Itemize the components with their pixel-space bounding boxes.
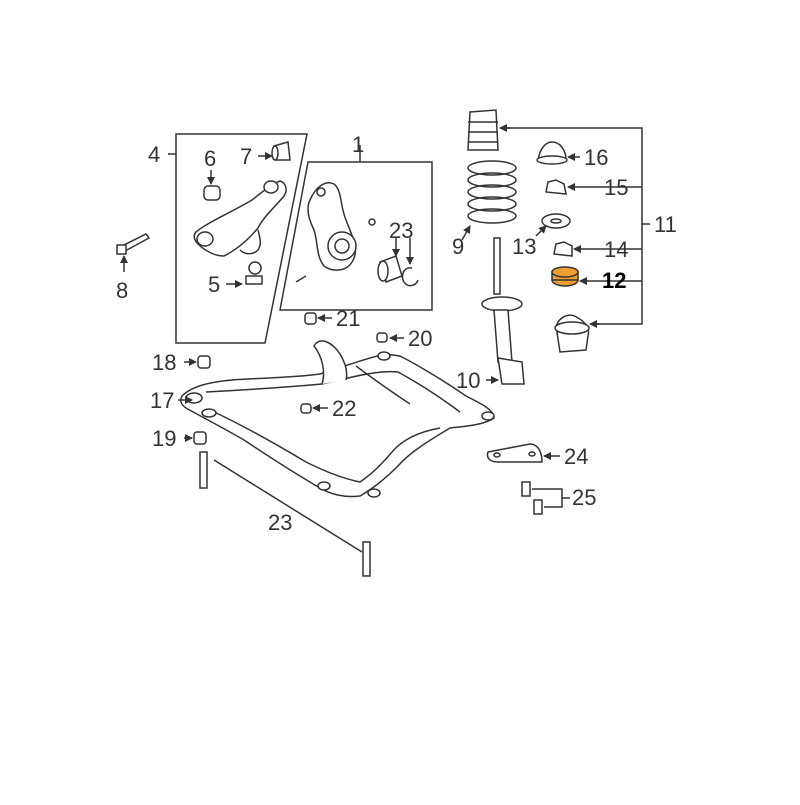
label-part-5: 5 [208, 272, 221, 297]
label-part-8: 8 [116, 278, 129, 303]
group-11-bracket [500, 127, 643, 325]
steering-knuckle [295, 182, 376, 283]
bushing-part-19 [193, 431, 207, 445]
crossmember [180, 340, 495, 498]
label-part-18: 18 [152, 350, 177, 375]
nut-part-14 [553, 241, 573, 257]
upper-mount-part-16 [536, 141, 568, 165]
bolt-23-leader [213, 459, 363, 553]
label-part-14: 14 [604, 237, 629, 262]
label-part-25: 25 [572, 485, 597, 510]
label-part-21: 21 [336, 306, 361, 331]
label-part-7: 7 [240, 144, 253, 169]
bushing-part-18 [197, 355, 211, 369]
label-part-9: 9 [452, 234, 465, 259]
label-part-10: 10 [456, 368, 481, 393]
bushing-part-6 [203, 185, 221, 201]
label-part-19: 19 [152, 426, 177, 451]
nut-part-20 [376, 332, 388, 343]
label-part-23-bolt: 23 [268, 510, 293, 535]
washer-part-13 [541, 213, 571, 229]
knuckle-group-box [279, 161, 433, 311]
label-part-13: 13 [512, 234, 537, 259]
spring-seat-part-12-highlighted [551, 266, 579, 287]
label-part-17: 17 [150, 388, 175, 413]
strut-part-10 [481, 237, 525, 385]
label-part-20: 20 [408, 326, 433, 351]
label-part-1: 1 [352, 132, 365, 157]
upper-mount-part-11 [554, 314, 590, 353]
bump-stop-part-16-stack [467, 109, 499, 151]
label-part-12-selected[interactable]: 12 [602, 268, 627, 293]
bracket-part-24 [486, 443, 543, 463]
label-part-16: 16 [584, 145, 609, 170]
label-part-6: 6 [204, 146, 217, 171]
label-part-11: 11 [654, 212, 677, 237]
nut-part-21 [304, 312, 317, 325]
label-part-23-knuckle: 23 [389, 218, 414, 243]
coil-spring-part-9 [467, 160, 517, 224]
bolt-part-8 [116, 233, 151, 255]
bolts-part-25 [521, 481, 543, 515]
wheel-bearing-part-23 [377, 255, 403, 283]
lower-control-arm [193, 180, 287, 257]
arrow-9 [461, 225, 471, 241]
long-bolt-part-23 [199, 451, 371, 577]
arrow-13 [535, 225, 547, 237]
nut-part-15 [545, 179, 567, 195]
label-part-22: 22 [332, 396, 357, 421]
label-part-24: 24 [564, 444, 589, 469]
nut-part-22 [300, 403, 312, 414]
label-part-15: 15 [604, 175, 629, 200]
ball-joint-part-5 [245, 261, 263, 285]
bushing-part-7 [271, 141, 291, 161]
snap-ring-part-23 [401, 267, 419, 287]
lower-arm-group-box [175, 133, 308, 344]
label-part-4: 4 [148, 142, 161, 167]
